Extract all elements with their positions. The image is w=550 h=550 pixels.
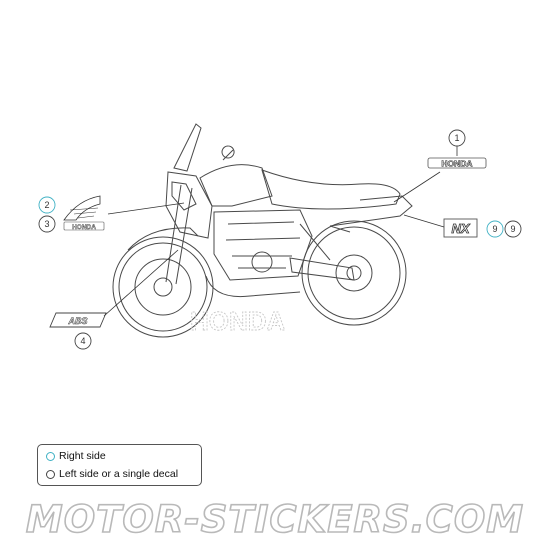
- callout-1: 1: [448, 129, 466, 147]
- windscreen: [173, 123, 202, 172]
- callout-3: 3: [38, 215, 56, 233]
- svg-text:NX: NX: [451, 221, 470, 236]
- leader-lines: [82, 146, 458, 340]
- swingarm: [289, 257, 355, 281]
- svg-text:4: 4: [80, 336, 85, 346]
- seat: [261, 169, 401, 210]
- svg-text:ABS: ABS: [67, 316, 87, 326]
- callout-2: 2: [38, 196, 56, 214]
- svg-text:9: 9: [510, 224, 515, 234]
- mirror: [221, 145, 235, 161]
- svg-text:HONDA: HONDA: [190, 306, 286, 336]
- front-fender: [127, 227, 199, 251]
- legend-right-side-label: Right side: [59, 450, 106, 462]
- wheel-honda-text: HONDA: [190, 306, 286, 337]
- decal-wing-logo: HONDA: [63, 195, 105, 231]
- legend-right-side: Right side: [46, 450, 106, 462]
- svg-text:HONDA: HONDA: [441, 159, 472, 169]
- legend-left-side-label: Left side or a single decal: [59, 468, 179, 480]
- legend-box: Right side Left side or a single decal: [37, 444, 202, 486]
- callout-4: 4: [74, 332, 92, 350]
- site-watermark: MOTOR-STICKERS.COM: [25, 497, 525, 542]
- decal-honda-top: HONDA: [427, 157, 487, 169]
- legend-left-side: Left side or a single decal: [46, 468, 178, 480]
- front-fork: [165, 184, 193, 285]
- engine: [213, 209, 313, 281]
- exhaust: [205, 275, 301, 298]
- tail-section: [329, 195, 413, 227]
- decal-nx-badge: NX: [443, 218, 478, 238]
- fuel-tank: [199, 164, 273, 207]
- svg-text:2: 2: [44, 200, 49, 210]
- rear-wheel: [301, 220, 407, 326]
- right-side-marker-icon: [46, 451, 55, 461]
- svg-text:9: 9: [492, 224, 497, 234]
- callout-9-right: 9: [486, 220, 504, 238]
- callout-9-left: 9: [504, 220, 522, 238]
- svg-text:1: 1: [454, 133, 459, 143]
- decal-abs-sticker: ABS: [49, 312, 107, 328]
- left-side-marker-icon: [46, 469, 55, 479]
- svg-text:3: 3: [44, 219, 49, 229]
- svg-text:HONDA: HONDA: [72, 224, 96, 231]
